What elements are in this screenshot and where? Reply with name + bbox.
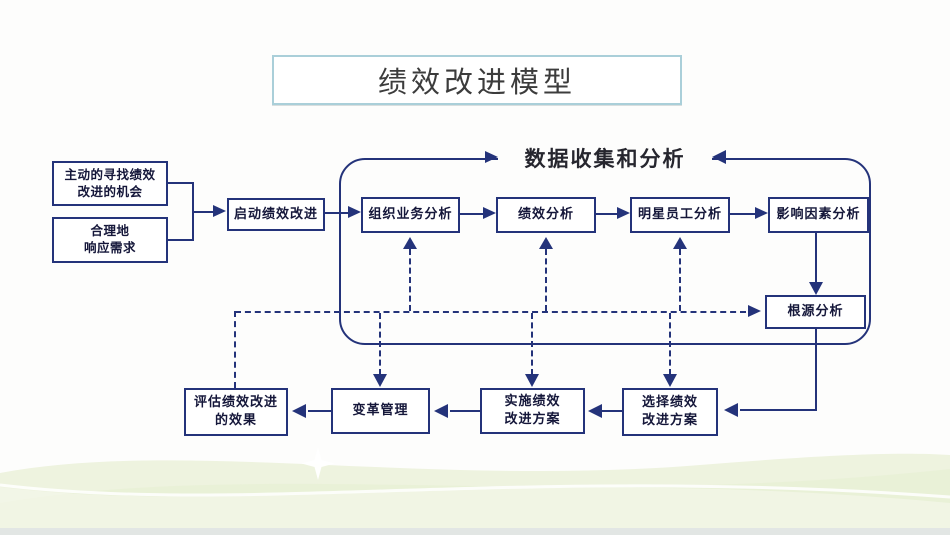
dashed-bus-horizontal [235, 311, 746, 313]
node-seek-opportunity: 主动的寻找绩效 改进的机会 [52, 161, 168, 206]
dashed-line-bus-to-implement [531, 313, 533, 375]
node-performance-analysis-label: 绩效分析 [517, 207, 574, 223]
node-evaluate-effect-label: 评估绩效改进 的效果 [193, 395, 278, 428]
node-change-management-label: 变革管理 [352, 403, 409, 419]
arrow-bracket-to-initiate [193, 211, 214, 213]
bracket-line-seek [167, 182, 194, 184]
arrow-change-to-evaluate [308, 410, 331, 412]
arrowhead-bus-to-perf-icon [539, 237, 553, 249]
slide-title: 绩效改进模型 [377, 65, 576, 99]
bracket-line-respond [167, 239, 194, 241]
slide-title-box: 绩效改进模型 [272, 55, 682, 105]
sparkle-icon [301, 447, 335, 480]
node-root-cause-analysis: 根源分析 [765, 295, 866, 329]
node-select-plan-label: 选择绩效 改进方案 [641, 395, 698, 428]
arrowhead-bus-to-root-icon [748, 305, 761, 317]
arrowhead-root-to-select-icon [724, 403, 738, 417]
arrowhead-bus-to-change-icon [373, 374, 387, 387]
dashed-line-bus-to-select [669, 313, 671, 375]
arrowhead-bus-to-select-icon [663, 374, 677, 387]
node-evaluate-effect: 评估绩效改进 的效果 [184, 388, 288, 436]
node-respond-demand-label: 合理地 响应需求 [83, 223, 136, 255]
dashed-line-bus-to-star [679, 249, 681, 311]
arrowhead-into-header-left-icon [485, 151, 498, 163]
arrow-implement-to-change [450, 410, 480, 412]
node-root-cause-analysis-label: 根源分析 [787, 304, 844, 320]
bottom-strip [0, 528, 950, 535]
arrowhead-factor-to-root-icon [809, 282, 823, 295]
node-implement-plan: 实施绩效 改进方案 [480, 388, 585, 434]
wave-decoration [0, 447, 950, 535]
arrow-select-to-implement [601, 410, 622, 412]
node-seek-opportunity-label: 主动的寻找绩效 改进的机会 [64, 166, 156, 199]
arrowhead-perf-to-star-icon [617, 207, 630, 219]
arrowhead-implement-to-change-icon [434, 404, 448, 418]
arrowhead-initiate-to-org-icon [348, 206, 361, 218]
node-star-employee-analysis-label: 明星员工分析 [637, 207, 722, 223]
dashed-line-bus-to-change [379, 313, 381, 375]
node-star-employee-analysis: 明星员工分析 [630, 197, 730, 233]
node-influencing-factor-analysis: 影响因素分析 [768, 197, 869, 233]
node-performance-analysis: 绩效分析 [496, 197, 596, 233]
arrow-initiate-to-org [325, 212, 349, 214]
arrowhead-bus-to-star-icon [673, 237, 687, 249]
node-respond-demand: 合理地 响应需求 [52, 217, 168, 263]
arrow-org-to-perf [460, 213, 484, 215]
node-implement-plan-label: 实施绩效 改进方案 [504, 394, 561, 427]
dashed-line-bus-to-org [409, 249, 411, 311]
dashed-line-evaluate-to-bus [234, 311, 236, 388]
arrowhead-star-to-factor-icon [755, 207, 768, 219]
line-root-down [815, 329, 817, 411]
node-org-business-analysis-label: 组织业务分析 [368, 207, 453, 223]
data-collection-header: 数据收集和分析 [498, 143, 712, 173]
node-initiate-improvement-label: 启动绩效改进 [233, 206, 318, 222]
node-select-plan: 选择绩效 改进方案 [622, 388, 718, 436]
arrowhead-change-to-evaluate-icon [292, 404, 306, 418]
dashed-line-bus-to-perf [545, 249, 547, 311]
node-change-management: 变革管理 [331, 388, 430, 434]
arrow-perf-to-star [596, 213, 618, 215]
arrowhead-into-header-right-icon [712, 150, 726, 164]
node-influencing-factor-analysis-label: 影响因素分析 [776, 207, 861, 223]
arrowhead-bus-to-implement-icon [525, 374, 539, 387]
arrowhead-org-to-perf-icon [483, 207, 496, 219]
node-initiate-improvement: 启动绩效改进 [227, 198, 325, 231]
node-org-business-analysis: 组织业务分析 [361, 197, 460, 233]
arrow-factor-to-root [815, 233, 817, 283]
arrowhead-bus-to-org-icon [403, 237, 417, 249]
arrowhead-select-to-implement-icon [588, 404, 602, 418]
line-root-to-select [740, 409, 817, 411]
arrow-star-to-factor [730, 213, 756, 215]
arrowhead-bracket-to-initiate-icon [213, 205, 226, 217]
